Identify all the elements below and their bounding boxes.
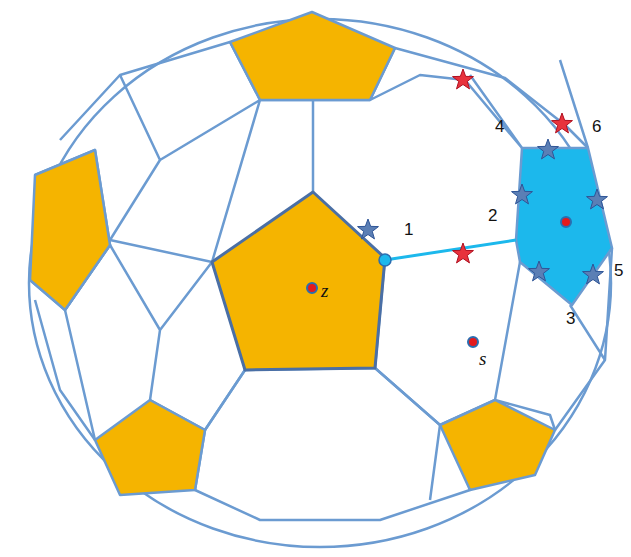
pentagon-patch — [230, 12, 395, 100]
callout-number: 1 — [404, 221, 413, 238]
callout-number: 2 — [488, 207, 497, 224]
callout-number: 6 — [592, 118, 601, 135]
edge-star — [358, 219, 379, 239]
edge-star — [583, 264, 604, 284]
edge-star — [529, 261, 550, 281]
callout-number: 3 — [566, 310, 575, 327]
callout-number: 5 — [614, 262, 623, 279]
point-label: s — [479, 349, 486, 368]
cyan-region — [516, 148, 612, 305]
edge-star — [453, 69, 474, 89]
pentagon-patch — [30, 150, 110, 310]
vertex-dot — [379, 254, 391, 266]
seam — [65, 42, 605, 500]
link-line — [385, 240, 516, 260]
center-dot — [468, 337, 478, 347]
pentagon-patch — [440, 400, 555, 490]
edge-star — [587, 189, 608, 209]
edge-star — [512, 184, 533, 204]
seam — [30, 150, 110, 310]
callout-number: 4 — [495, 118, 504, 135]
point-label: z — [321, 281, 328, 300]
central-pentagon — [212, 192, 385, 370]
seam — [35, 42, 612, 520]
pentagon-patch — [95, 400, 205, 495]
center-dot — [561, 217, 571, 227]
edge-star — [453, 243, 474, 263]
edge-star — [538, 139, 559, 159]
edge-star — [552, 113, 573, 133]
center-dot — [307, 283, 317, 293]
